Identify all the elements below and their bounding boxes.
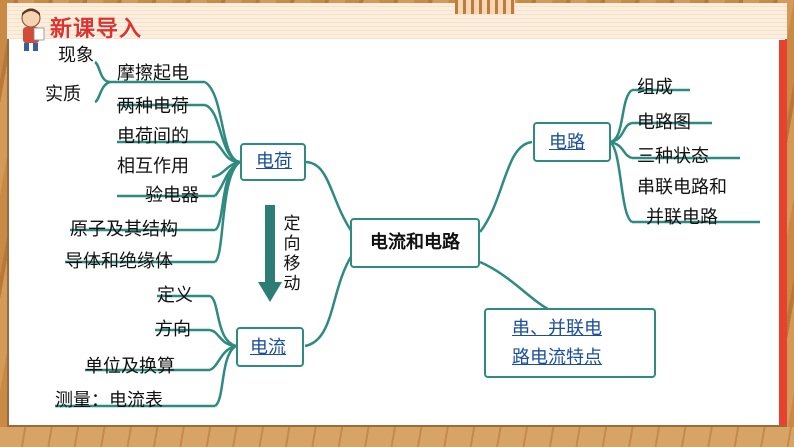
- circuit-label[interactable]: 电路: [549, 132, 585, 153]
- arrow-char-2: 向: [283, 234, 301, 254]
- side-stripe: [779, 40, 787, 425]
- current-item-definition: 定义: [157, 285, 193, 306]
- current-item-units: 单位及换算: [85, 356, 175, 377]
- charge-item-interaction-1: 电荷间的: [117, 126, 189, 147]
- charge-label[interactable]: 电荷: [256, 151, 292, 172]
- current-item-measure: 测量：电流表: [55, 390, 163, 411]
- connector-center-circuit: [479, 140, 533, 233]
- charge-item-conductor: 导体和绝缘体: [65, 251, 173, 272]
- circuit-item-series: 串联电路和: [637, 177, 727, 198]
- charge-node[interactable]: 电荷: [240, 143, 306, 181]
- charge-item-phenomenon: 现象: [58, 45, 94, 66]
- circuit-item-parallel: 并联电路: [646, 207, 718, 228]
- series-parallel-line2[interactable]: 路电流特点: [512, 347, 602, 368]
- connector-center-current: [304, 254, 354, 348]
- center-topic: 电流和电路: [350, 218, 480, 268]
- charge-item-interaction-2: 相互作用: [117, 156, 189, 177]
- student-avatar-icon: [21, 8, 45, 51]
- connector-current-group: [209, 294, 237, 348]
- connector-center-series: [479, 260, 551, 312]
- current-item-direction: 方向: [155, 319, 191, 340]
- series-parallel-line1[interactable]: 串、并联电: [512, 318, 602, 339]
- whiteboard: [7, 3, 787, 427]
- circuit-item-states: 三种状态: [637, 146, 709, 167]
- charge-item-essence: 实质: [45, 84, 81, 105]
- down-arrow-icon: [258, 205, 282, 302]
- charge-item-atom: 原子及其结构: [70, 219, 178, 240]
- decorative-rack-icon: [455, 0, 515, 14]
- circuit-item-diagram: 电路图: [637, 112, 691, 133]
- charge-item-two-kinds: 两种电荷: [117, 96, 189, 117]
- series-parallel-node[interactable]: 串、并联电 路电流特点: [484, 308, 656, 378]
- arrow-char-4: 动: [283, 274, 301, 294]
- charge-item-friction: 摩擦起电: [117, 63, 189, 84]
- header-banner: [7, 3, 787, 39]
- circuit-item-composition: 组成: [637, 77, 673, 98]
- charge-item-electroscope: 验电器: [145, 185, 199, 206]
- connector-center-charge: [304, 160, 354, 233]
- current-node[interactable]: 电流: [236, 327, 304, 367]
- circuit-node[interactable]: 电路: [533, 122, 611, 162]
- header-title: 新课导入: [50, 17, 143, 42]
- arrow-char-3: 移: [283, 254, 301, 274]
- current-label[interactable]: 电流: [250, 337, 286, 358]
- wood-floor: [0, 427, 794, 447]
- arrow-char-1: 定: [283, 214, 301, 234]
